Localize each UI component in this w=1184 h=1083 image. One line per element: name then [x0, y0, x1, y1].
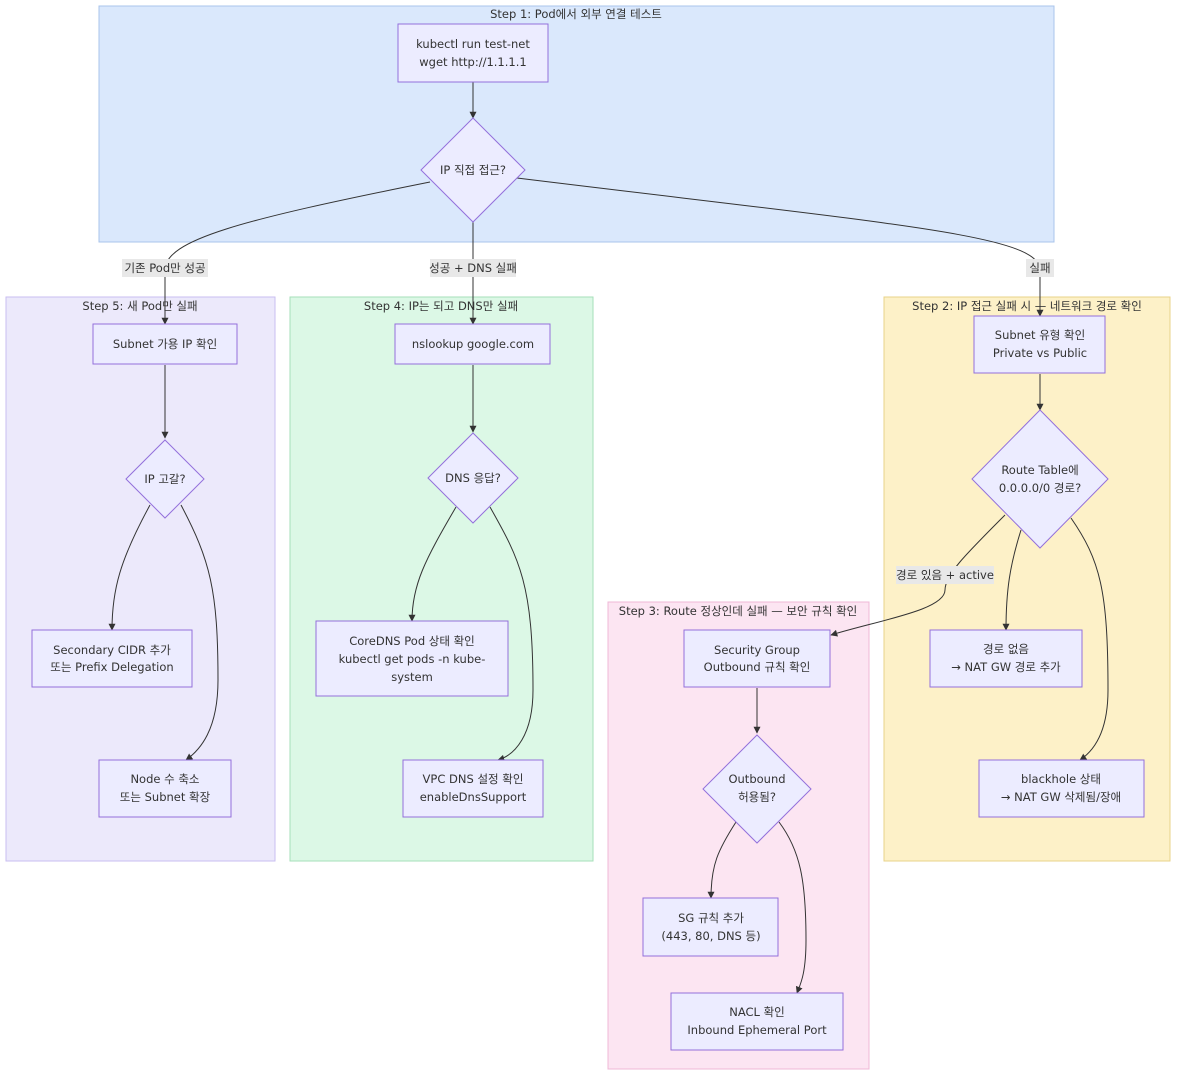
edge-outbound-to-nacl	[778, 821, 807, 994]
node-subnet-ip[interactable]: Subnet 가용 IP 확인	[92, 323, 238, 365]
edge-label-fail: 실패	[1026, 259, 1054, 277]
node-secondary-cidr-line2: 또는 Prefix Delegation	[50, 660, 173, 674]
node-subnet-type-line2: Private vs Public	[993, 346, 1087, 360]
node-kubectl-run-line2: wget http://1.1.1.1	[419, 55, 526, 69]
edge-label-success-dns-fail-text: 성공 + DNS 실패	[429, 261, 517, 275]
node-subnet-ip-text: Subnet 가용 IP 확인	[113, 337, 217, 351]
node-route-table-line2: 0.0.0.0/0 경로?	[999, 481, 1081, 495]
node-coredns-line2: kubectl get pods -n kube-	[339, 652, 486, 666]
node-blackhole-line1: blackhole 상태	[1021, 772, 1101, 786]
node-ip-exhausted-text: IP 고갈?	[144, 472, 185, 486]
node-route-table[interactable]: Route Table에 0.0.0.0/0 경로?	[971, 409, 1109, 549]
edge-label-success-dns-fail: 성공 + DNS 실패	[429, 259, 517, 277]
node-coredns-line1: CoreDNS Pod 상태 확인	[349, 634, 475, 648]
edge-route-to-blackhole	[1070, 517, 1109, 761]
node-vpc-dns-line1: VPC DNS 설정 확인	[423, 772, 524, 786]
node-secondary-cidr-line1: Secondary CIDR 추가	[53, 643, 171, 657]
edge-dns-to-vpc-dns	[489, 506, 534, 762]
node-node-scale-line1: Node 수 축소	[130, 772, 199, 786]
svg-text:SG 규칙 추가(443, 80, DNS 등): SG 규칙 추가 (443, 80, DNS 등)	[661, 911, 760, 943]
edge-dns-to-coredns	[408, 506, 457, 622]
node-dns-response[interactable]: DNS 응답?	[427, 432, 519, 524]
edges	[108, 82, 1109, 994]
edge-label-existing-only: 기존 Pod만 성공	[122, 259, 208, 277]
svg-text:blackhole 상태→ NAT GW 삭제됨/장애: blackhole 상태 → NAT GW 삭제됨/장애	[1001, 772, 1121, 804]
cluster-step1: Step 1: Pod에서 외부 연결 테스트	[98, 5, 1055, 243]
edge-route-to-security-group	[830, 514, 1006, 637]
node-subnet-type-line1: Subnet 유형 확인	[995, 328, 1085, 342]
edge-route-to-no-route	[1002, 529, 1022, 631]
node-node-scale-line2: 또는 Subnet 확장	[120, 790, 211, 804]
node-vpc-dns[interactable]: VPC DNS 설정 확인 enableDnsSupport	[402, 759, 544, 818]
node-no-route-line2: → NAT GW 경로 추가	[951, 660, 1061, 674]
edge-label-route-active-text: 경로 있음 + active	[896, 568, 994, 582]
node-no-route[interactable]: 경로 없음 → NAT GW 경로 추가	[929, 629, 1083, 688]
edge-outbound-to-sg-rule	[707, 821, 737, 899]
node-nacl[interactable]: NACL 확인 Inbound Ephemeral Port	[670, 992, 844, 1051]
node-coredns-line3: system	[391, 670, 433, 684]
node-kubectl-run[interactable]: kubectl run test-net wget http://1.1.1.1	[397, 23, 549, 83]
node-sg-rule-line1: SG 규칙 추가	[678, 911, 744, 925]
node-sg-rule[interactable]: SG 규칙 추가 (443, 80, DNS 등)	[642, 897, 779, 957]
node-blackhole[interactable]: blackhole 상태 → NAT GW 삭제됨/장애	[978, 759, 1145, 818]
node-blackhole-line2: → NAT GW 삭제됨/장애	[1001, 790, 1121, 804]
node-ip-exhausted[interactable]: IP 고갈?	[125, 439, 205, 519]
node-subnet-type[interactable]: Subnet 유형 확인 Private vs Public	[973, 315, 1106, 374]
edge-label-route-active: 경로 있음 + active	[896, 566, 994, 584]
node-nslookup[interactable]: nslookup google.com	[394, 323, 551, 365]
node-route-table-line1: Route Table에	[1001, 463, 1078, 477]
node-outbound-allowed-line2: 허용됨?	[738, 790, 776, 804]
node-ip-direct-text: IP 직접 접근?	[440, 163, 506, 177]
node-dns-response-text: DNS 응답?	[445, 471, 501, 485]
node-ip-direct[interactable]: IP 직접 접근?	[420, 117, 526, 223]
node-kubectl-run-line1: kubectl run test-net	[416, 37, 530, 51]
node-vpc-dns-line2: enableDnsSupport	[420, 790, 527, 804]
edge-label-existing-only-text: 기존 Pod만 성공	[124, 261, 205, 275]
node-outbound-allowed[interactable]: Outbound 허용됨?	[702, 734, 812, 844]
cluster-step4-title: Step 4: IP는 되고 DNS만 실패	[364, 299, 518, 313]
node-security-group-line2: Outbound 규칙 확인	[704, 660, 811, 674]
node-outbound-allowed-line1: Outbound	[728, 772, 785, 786]
node-security-group-line1: Security Group	[714, 643, 800, 657]
edge-ip-exhausted-to-node-scale	[180, 504, 219, 761]
node-sg-rule-line2: (443, 80, DNS 등)	[661, 929, 760, 943]
svg-text:경로 없음→ NAT GW 경로 추가: 경로 없음 → NAT GW 경로 추가	[951, 642, 1061, 674]
edge-ip-exhausted-to-secondary	[108, 504, 151, 631]
node-nacl-line2: Inbound Ephemeral Port	[687, 1023, 827, 1037]
cluster-step1-title: Step 1: Pod에서 외부 연결 테스트	[490, 7, 662, 21]
node-no-route-line1: 경로 없음	[983, 642, 1029, 656]
node-nslookup-text: nslookup google.com	[412, 337, 534, 351]
node-nacl-line1: NACL 확인	[729, 1005, 785, 1019]
cluster-step3-title: Step 3: Route 정상인데 실패 — 보안 규칙 확인	[619, 604, 857, 618]
cluster-step5-title: Step 5: 새 Pod만 실패	[82, 299, 197, 313]
node-coredns[interactable]: CoreDNS Pod 상태 확인 kubectl get pods -n kub…	[315, 620, 509, 697]
edge-label-fail-text: 실패	[1029, 261, 1050, 275]
cluster-step2-title: Step 2: IP 접근 실패 시 — 네트워크 경로 확인	[912, 299, 1142, 313]
